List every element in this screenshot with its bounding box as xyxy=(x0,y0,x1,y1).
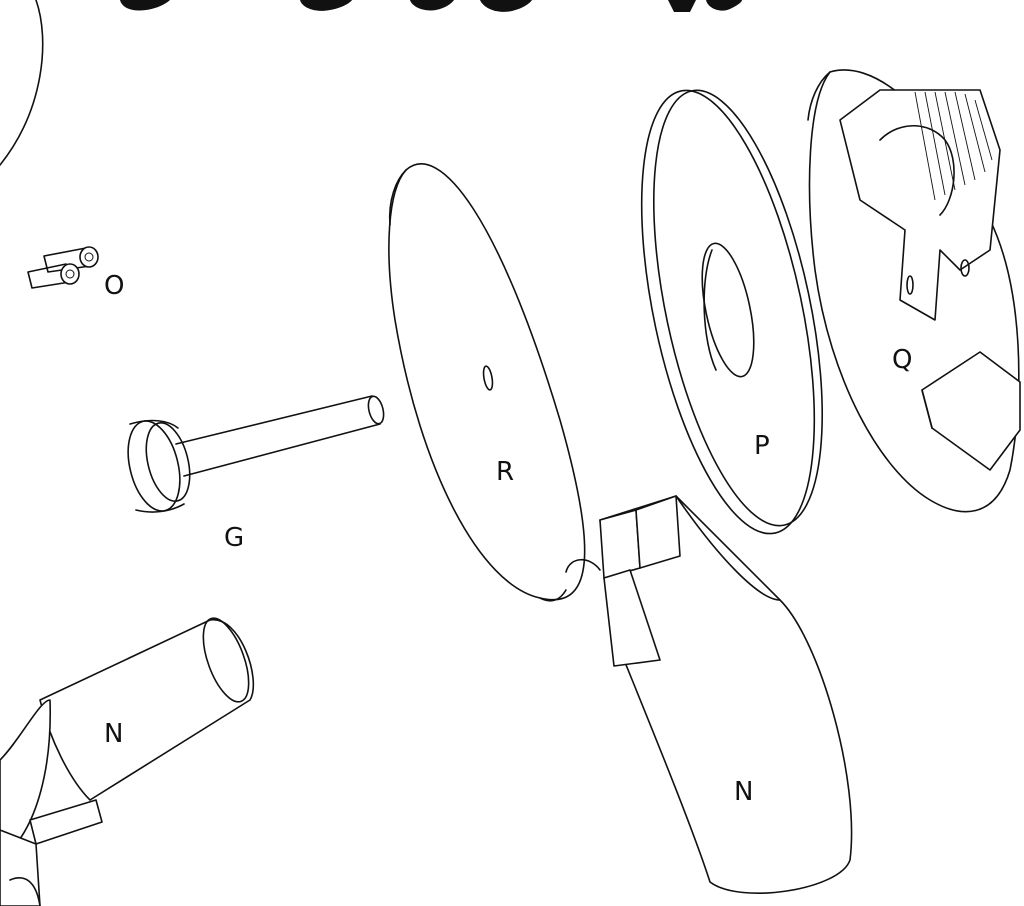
label-bracket: Q xyxy=(892,345,912,375)
bracket-plate xyxy=(807,69,1021,513)
axle-pin xyxy=(127,395,385,513)
label-axle: G xyxy=(224,523,244,553)
title-fragment xyxy=(120,0,742,12)
washer xyxy=(640,89,824,535)
label-screws: O xyxy=(104,271,124,301)
label-large-disc: R xyxy=(496,457,514,487)
label-arm-left: N xyxy=(104,719,123,749)
label-washer: P xyxy=(754,431,770,461)
arm-lower xyxy=(565,495,853,894)
arm-left xyxy=(0,617,255,906)
screws xyxy=(27,246,99,289)
circle-fragment xyxy=(0,0,44,166)
label-arm-lower: N xyxy=(734,777,753,807)
large-disc xyxy=(388,163,586,602)
